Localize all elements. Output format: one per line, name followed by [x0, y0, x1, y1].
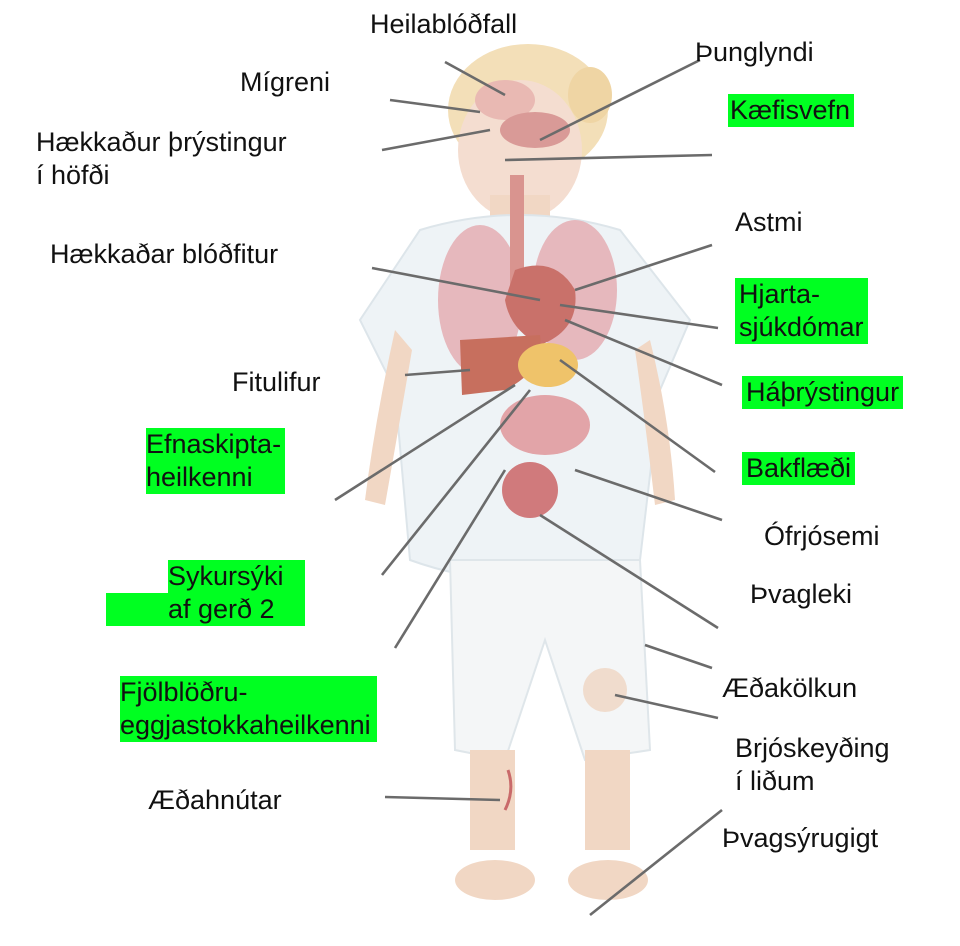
label-brjoskeyding: Brjóskeyðing í liðum	[735, 732, 890, 798]
label-sykursyki: Sykursýki af gerð 2	[106, 560, 305, 626]
label-hathrystingur: Háþrýstingur	[742, 376, 903, 409]
label-thunglyndi: Þunglyndi	[695, 36, 814, 69]
label-fjolblodru-line1: Fjölblöðru-	[120, 676, 371, 709]
left-foot-shape	[455, 860, 535, 900]
intestines-shape	[500, 395, 590, 455]
label-aedahnutar: Æðahnútar	[148, 784, 282, 817]
label-haekkadur-thrystingur-line1: Hækkaður þrýstingur	[36, 126, 287, 159]
label-ofrjosemi: Ófrjósemi	[764, 520, 880, 553]
label-hjartasjukdomar: Hjarta- sjúkdómar	[735, 278, 868, 344]
label-fjolblodru: Fjölblöðru- eggjastokkaheilkenni	[120, 676, 377, 742]
label-brjoskeyding-line1: Brjóskeyðing	[735, 732, 890, 765]
label-haekkadur-thrystingur-line2: í höfði	[36, 159, 287, 192]
label-heilablodfall: Heilablóðfall	[370, 8, 517, 41]
label-efnaskipta-line2: heilkenni	[146, 461, 281, 494]
label-migreni: Mígreni	[240, 66, 330, 99]
label-fjolblodru-line2: eggjastokkaheilkenni	[120, 709, 371, 742]
label-efnaskipta-line1: Efnaskipta-	[146, 428, 281, 461]
label-aedakolkun: Æðakölkun	[722, 672, 857, 705]
uterus-shape	[502, 462, 558, 518]
label-astmi: Astmi	[735, 206, 803, 239]
label-haekkadar-blodfitur: Hækkaðar blóðfitur	[50, 238, 278, 271]
knee-shape	[583, 668, 627, 712]
label-kaefisvefn: Kæfisvefn	[728, 94, 854, 127]
label-bakflaedi: Bakflæði	[742, 452, 855, 485]
label-hjarta-line1: Hjarta-	[739, 278, 864, 311]
label-sykursyki-line1: Sykursýki	[168, 560, 305, 593]
label-haekkadur-thrystingur: Hækkaður þrýstingur í höfði	[36, 126, 287, 192]
label-thvagleki: Þvagleki	[750, 578, 852, 611]
right-leg-shape	[585, 750, 630, 850]
label-sykursyki-line2: af gerð 2	[106, 593, 305, 626]
label-fitulifur: Fitulifur	[232, 366, 321, 399]
label-brjoskeyding-line2: í liðum	[735, 765, 890, 798]
label-thvagsyrugigt: Þvagsýrugigt	[722, 822, 878, 855]
label-efnaskiptaheilkenni: Efnaskipta- heilkenni	[146, 428, 285, 494]
label-hjarta-line2: sjúkdómar	[739, 311, 864, 344]
